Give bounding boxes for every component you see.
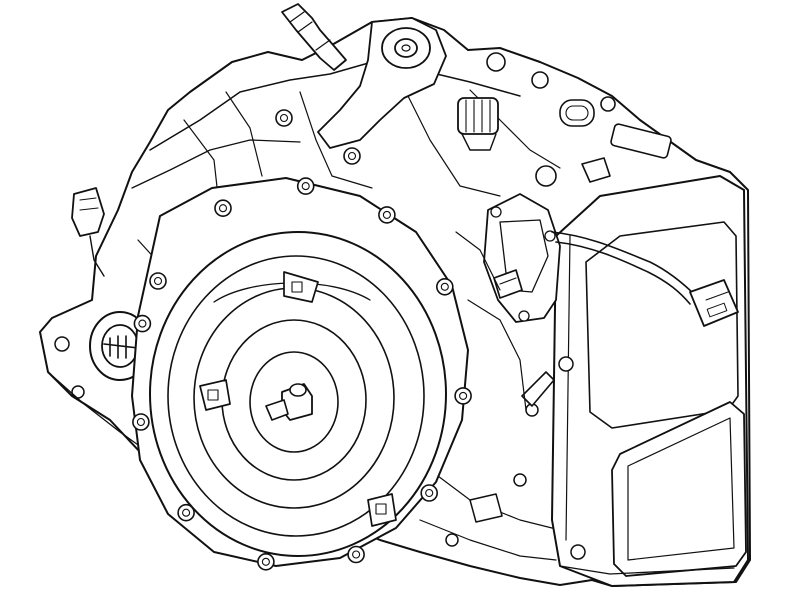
speed-sensor-body <box>457 97 499 135</box>
range-sensor <box>483 193 739 407</box>
wire-clip-top <box>581 157 611 183</box>
housing-rib-4 <box>407 95 501 197</box>
bell-bolt-hole <box>218 204 228 213</box>
bell-bolt-boss <box>420 484 439 502</box>
converter-lug-left-nut <box>207 389 219 401</box>
housing-ridge-lower <box>131 139 301 189</box>
hub-stub <box>265 399 289 421</box>
side-cover-recess <box>611 401 747 577</box>
bell-bolt-boss <box>214 199 232 217</box>
bell-bolt-hole <box>382 210 391 219</box>
bell-bolt-hole <box>459 391 468 400</box>
bell-bolt-boss <box>296 177 315 195</box>
side-cover-recess-edge <box>627 417 735 561</box>
bell-housing-bolts <box>132 177 472 571</box>
range-sensor-screw-2 <box>544 230 556 242</box>
oval-boss-inner <box>565 105 589 121</box>
converter-lug-top-nut <box>291 281 303 293</box>
vent-hose-ring-2 <box>297 21 313 33</box>
lower-rib <box>467 299 527 411</box>
housing-lower-seam-2 <box>419 519 557 561</box>
housing-rib-2 <box>225 91 263 177</box>
left-flange <box>47 371 149 453</box>
side-cover <box>525 175 749 587</box>
top-stud-right-2 <box>531 71 549 89</box>
side-cover-bottom-lip <box>559 565 735 575</box>
range-sensor-screw-3 <box>518 310 530 322</box>
left-bolt-2 <box>71 385 85 399</box>
range-sensor-screw-1 <box>490 206 502 218</box>
vent-hose-ring-3 <box>315 39 331 51</box>
converter-lug-bottom <box>367 493 397 527</box>
cover-bolt-1 <box>558 356 574 372</box>
lower-bolt-1 <box>513 473 527 487</box>
bell-bolt-hole <box>138 319 147 328</box>
bell-bolt-boss <box>347 545 365 564</box>
selector-shaft <box>493 269 523 299</box>
top-bolt-left <box>275 109 293 127</box>
bell-bolt-boss <box>132 413 150 431</box>
harness-wire-2 <box>555 241 691 305</box>
converter-hub <box>265 383 313 421</box>
mount-bushing-inner <box>394 38 418 58</box>
side-connector-lead <box>89 235 105 277</box>
harness-wire <box>551 231 697 297</box>
lower-boss-1 <box>469 493 503 523</box>
bell-bolt-boss <box>378 206 396 224</box>
shift-lever-stub <box>521 371 555 407</box>
bell-bolt-hole <box>182 508 191 517</box>
bell-bolt-hole <box>136 417 145 427</box>
bell-bolt-hole <box>301 182 310 191</box>
converter-lug-top <box>283 271 319 303</box>
converter-ring-5 <box>249 351 339 453</box>
converter-lug-bottom-nut <box>375 503 387 515</box>
torque-converter <box>149 231 447 557</box>
cover-bolt-2 <box>570 544 586 560</box>
bell-bolt-hole <box>352 550 361 559</box>
bell-bolt-hole <box>261 557 270 566</box>
top-bolt-left-cap <box>279 113 289 123</box>
wire-plug <box>689 279 739 327</box>
vent-hose-ring-1 <box>289 11 305 23</box>
top-stud-right <box>486 52 506 72</box>
lower-bolt-2 <box>445 533 459 547</box>
housing-ridge-upper <box>149 61 521 151</box>
bell-bolt-boss <box>454 387 472 405</box>
bell-bolt-hole <box>153 276 163 286</box>
housing-rib-3 <box>299 91 373 189</box>
housing-rib-1 <box>183 119 219 197</box>
side-cover-panel <box>585 221 739 429</box>
bell-bolt-boss <box>133 314 152 333</box>
bell-bolt-boss <box>257 552 275 571</box>
bell-bolt-boss <box>177 503 195 522</box>
converter-lug-left <box>199 379 231 411</box>
output-shaft-spline <box>103 335 139 359</box>
bell-bolt-hole <box>440 282 449 291</box>
side-connector <box>71 187 105 237</box>
top-stud-right-3 <box>600 96 616 112</box>
left-bolt-1 <box>54 336 70 352</box>
top-stud-right-4 <box>535 165 557 187</box>
bell-bolt-boss <box>149 272 167 290</box>
top-bolt-mid <box>343 147 361 165</box>
bell-bolt-hole <box>425 488 434 498</box>
bell-bolt-boss <box>435 277 454 296</box>
lower-rib-2 <box>455 231 501 291</box>
top-bolt-mid-cap <box>347 151 357 161</box>
lower-details <box>445 231 527 547</box>
oval-boss <box>559 99 595 127</box>
speed-sensor <box>457 97 499 151</box>
top-fittings <box>275 3 672 187</box>
mount-bushing-core <box>401 44 411 52</box>
vent-hose <box>281 3 347 71</box>
hub-face <box>289 383 307 397</box>
converter-ring-2 <box>167 255 425 537</box>
wire-connector-top <box>610 123 672 159</box>
